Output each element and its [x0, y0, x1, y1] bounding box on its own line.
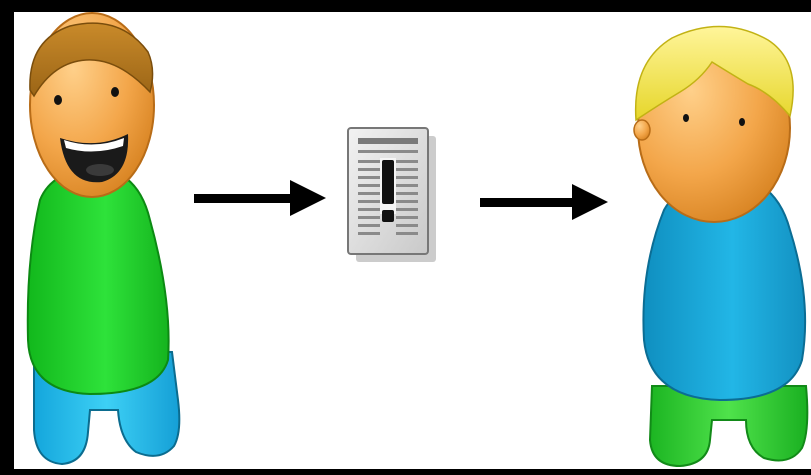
diagram-canvas: [0, 0, 811, 475]
diagram-frame: [0, 0, 811, 475]
